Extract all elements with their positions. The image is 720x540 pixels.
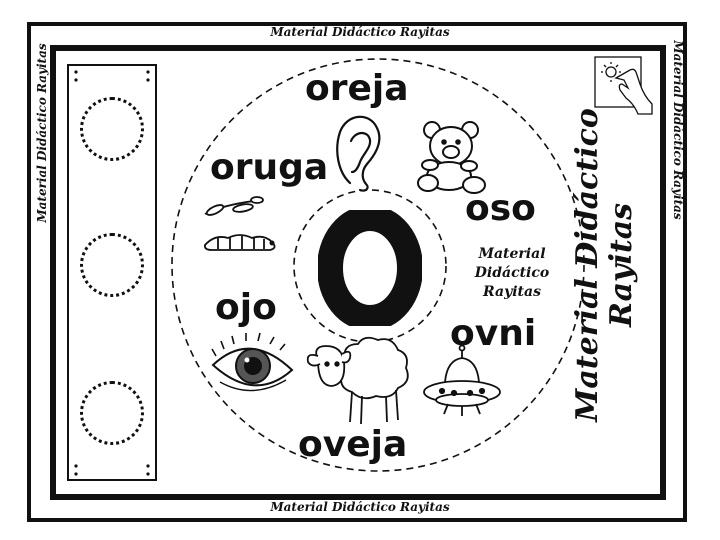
word-right: ovni (450, 313, 537, 354)
center-watermark-line1: Material (478, 246, 546, 262)
word-top: oreja (305, 68, 409, 109)
caterpillar-icon (203, 196, 276, 251)
word-bottom: oveja (298, 424, 408, 465)
word-upper-left: oruga (210, 147, 329, 188)
center-watermark-line3: Rayitas (483, 284, 541, 300)
watermark-bottom: Material Didáctico Rayitas (270, 500, 450, 514)
ufo-icon (423, 344, 501, 416)
center-letter-graphic (318, 210, 422, 326)
dotted-circle-1 (80, 97, 144, 161)
outer-border (27, 22, 687, 522)
teddy-bear-icon (417, 121, 486, 194)
sheep-icon (306, 336, 409, 425)
inner-border (50, 45, 666, 500)
word-left: ojo (215, 287, 277, 328)
strip-corner-dots (74, 70, 150, 476)
dotted-circle-3 (80, 381, 144, 445)
word-upper-right: oso (465, 188, 536, 229)
tap-hand-icon (594, 56, 653, 115)
watermark-top: Material Didáctico Rayitas (270, 25, 450, 39)
center-watermark: Material Didáctico Rayitas (472, 245, 552, 302)
eye-icon (211, 332, 294, 392)
wheel-inner-circle (293, 189, 447, 343)
dotted-circle-2 (80, 233, 144, 297)
wheel-outer-circle (171, 58, 585, 472)
center-watermark-line2: Didáctico (474, 265, 550, 281)
ear-icon (336, 115, 381, 192)
cutout-strip (67, 64, 157, 481)
